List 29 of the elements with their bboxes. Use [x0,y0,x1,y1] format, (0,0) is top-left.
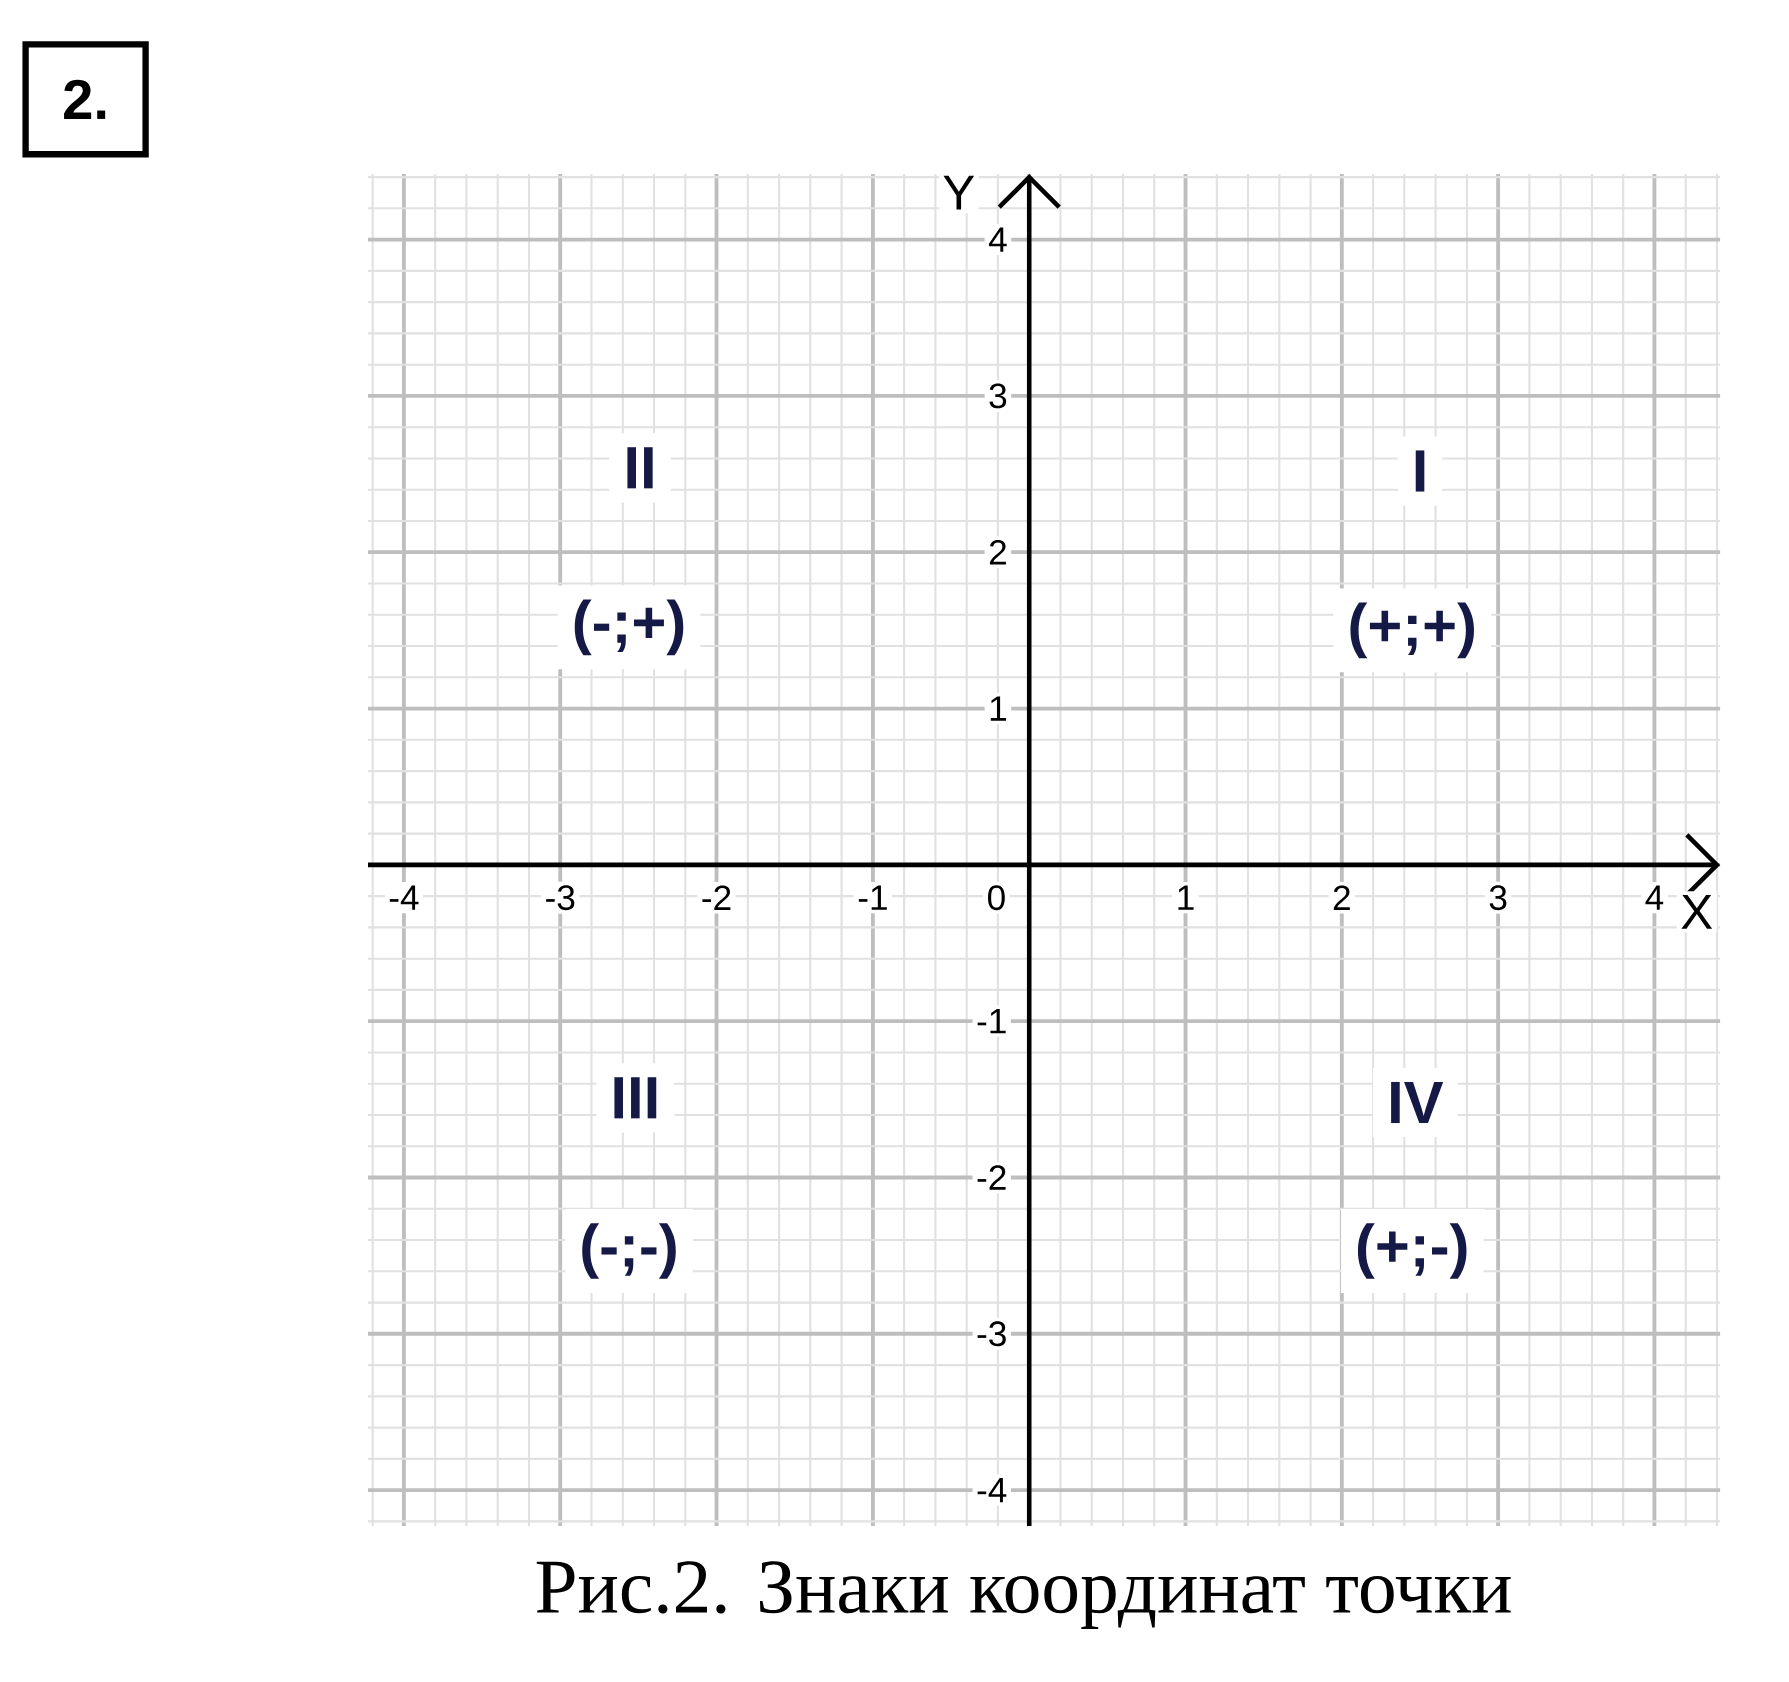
quadrant-label: II [609,433,671,503]
tick-label: -3 [972,1317,1011,1350]
tick-label: 1 [984,693,1012,725]
tick-label: 2 [984,536,1012,568]
tick-label: 2 [1328,881,1356,914]
quadrant-label: (+;-) [1340,1209,1484,1293]
tick-label: 4 [984,224,1012,256]
problem-number: 2. [22,41,149,158]
quadrant-label: (-;+) [557,585,701,670]
quadrant-label: (+;+) [1333,588,1491,673]
tick-label: -1 [972,1005,1011,1037]
quadrant-label: III [596,1063,675,1133]
figure-caption: Рис.2. Знаки координат точки [536,1561,1511,1629]
tick-label: 0 [983,881,1010,914]
tick-label: -3 [541,881,580,914]
tick-label: -2 [972,1161,1011,1194]
tick-label: 4 [1641,882,1668,914]
tick-label: 3 [1484,881,1512,914]
axis-label: Y [938,172,979,214]
tick-label: 1 [1172,882,1199,914]
axis-label: X [1676,891,1717,933]
tick-label: -4 [384,882,424,914]
tick-label: -4 [972,1474,1011,1506]
tick-label: 3 [984,379,1012,412]
quadrant-label: (-;-) [565,1209,693,1293]
quadrant-label: IV [1373,1067,1458,1138]
tick-label: -2 [697,881,736,914]
tick-label: -1 [853,882,893,914]
quadrant-label: I [1397,436,1443,506]
